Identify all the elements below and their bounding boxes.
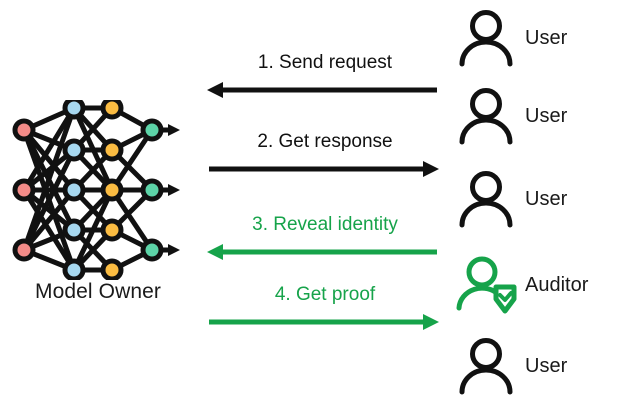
actor-row-user-1: User xyxy=(455,2,632,74)
actor-column: User User User Auditor xyxy=(455,0,632,400)
actor-row-user-4: User xyxy=(455,330,632,400)
actor-label-user-3: User xyxy=(525,187,568,210)
message-3-reveal-identity: 3. Reveal identity xyxy=(205,214,445,270)
actor-label-auditor: Auditor xyxy=(525,273,589,296)
actor-label-user-1: User xyxy=(525,26,568,49)
message-1-label: 1. Send request xyxy=(257,52,393,73)
actor-row-auditor: Auditor xyxy=(455,249,632,321)
actor-label-user-2: User xyxy=(525,104,568,127)
model-owner-group: Model Owner xyxy=(0,100,200,310)
neural-network-icon xyxy=(12,100,180,280)
user-icon xyxy=(459,88,513,145)
arrow-right-black-2 xyxy=(209,161,439,177)
arrow-right-green-4 xyxy=(209,314,439,330)
model-owner-label: Model Owner xyxy=(35,280,161,303)
user-icon xyxy=(459,10,513,67)
message-3-label: 3. Reveal identity xyxy=(252,214,398,235)
arrow-left-green-3 xyxy=(207,244,437,260)
auditor-icon xyxy=(456,256,517,314)
message-2-get-response: 2. Get response xyxy=(205,131,445,187)
user-icon xyxy=(459,171,513,228)
message-4-get-proof: 4. Get proof xyxy=(205,284,445,340)
message-2-label: 2. Get response xyxy=(257,131,393,152)
actor-label-user-4: User xyxy=(525,354,568,377)
message-4-label: 4. Get proof xyxy=(274,284,376,305)
actor-row-user-2: User xyxy=(455,80,632,152)
message-1-send-request: 1. Send request xyxy=(205,52,445,108)
arrow-left-black-1 xyxy=(207,82,437,98)
user-icon xyxy=(459,338,513,395)
actor-row-user-3: User xyxy=(455,163,632,235)
